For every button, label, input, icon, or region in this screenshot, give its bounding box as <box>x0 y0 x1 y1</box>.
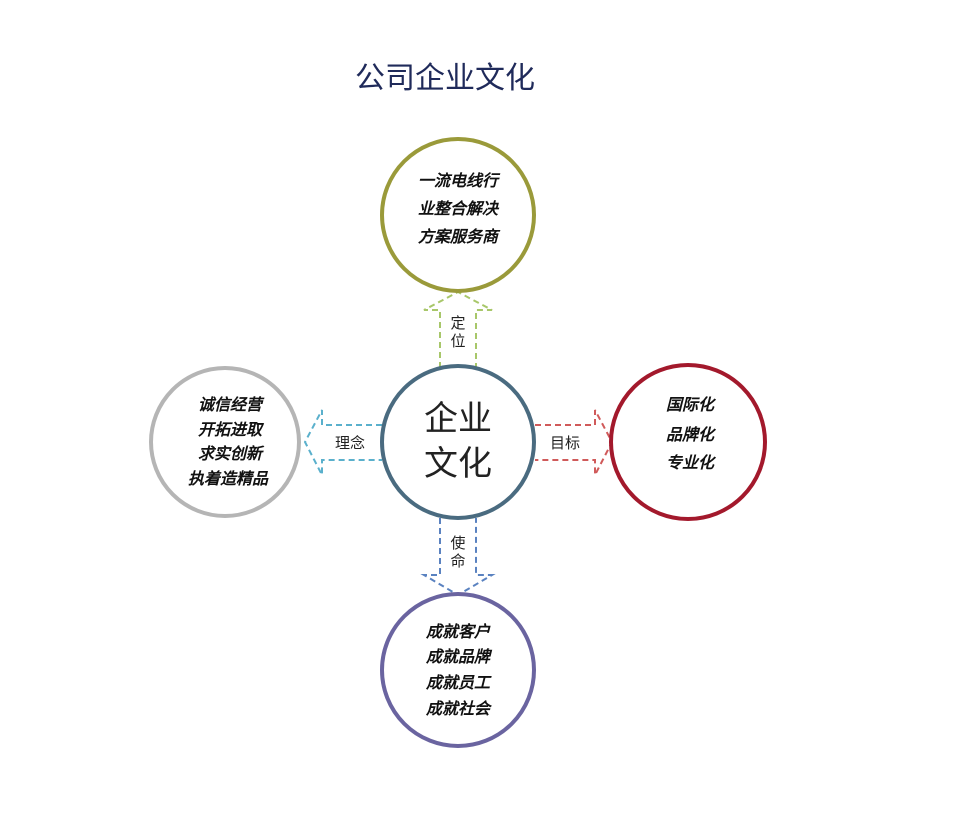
right-circle <box>609 363 767 521</box>
right-line: 品牌化 <box>666 425 717 444</box>
left-line: 开拓进取 <box>198 420 265 439</box>
arrow-left <box>303 409 382 476</box>
top-line: 方案服务商 <box>418 227 501 246</box>
bottom-circle <box>380 592 536 748</box>
center-line-2: 文化 <box>424 444 492 484</box>
right-line: 国际化 <box>666 395 717 414</box>
left-line: 诚信经营 <box>198 395 265 414</box>
arrow-label-right: 目标 <box>550 434 580 452</box>
arrow-label-left: 理念 <box>335 434 365 452</box>
bottom-line: 成就员工 <box>425 673 492 692</box>
left-circle <box>149 366 301 518</box>
right-line: 专业化 <box>666 453 717 472</box>
left-line: 执着造精品 <box>188 469 269 488</box>
center-circle <box>380 364 536 520</box>
left-line: 求实创新 <box>198 444 265 463</box>
top-line: 业整合解决 <box>418 199 500 218</box>
arrow-label-top-1: 定 <box>450 314 465 332</box>
diagram-title: 公司企业文化 <box>355 61 535 96</box>
top-circle <box>380 137 536 293</box>
bottom-line: 成就品牌 <box>425 647 493 666</box>
arrow-label-bottom-1: 使 <box>450 534 465 552</box>
center-line-1: 企业 <box>424 399 492 439</box>
arrow-label-bottom-2: 命 <box>450 552 465 570</box>
top-line: 一流电线行 <box>418 171 501 190</box>
bottom-line: 成就客户 <box>425 622 491 641</box>
bottom-line: 成就社会 <box>425 699 493 718</box>
arrow-label-top-2: 位 <box>450 332 465 350</box>
